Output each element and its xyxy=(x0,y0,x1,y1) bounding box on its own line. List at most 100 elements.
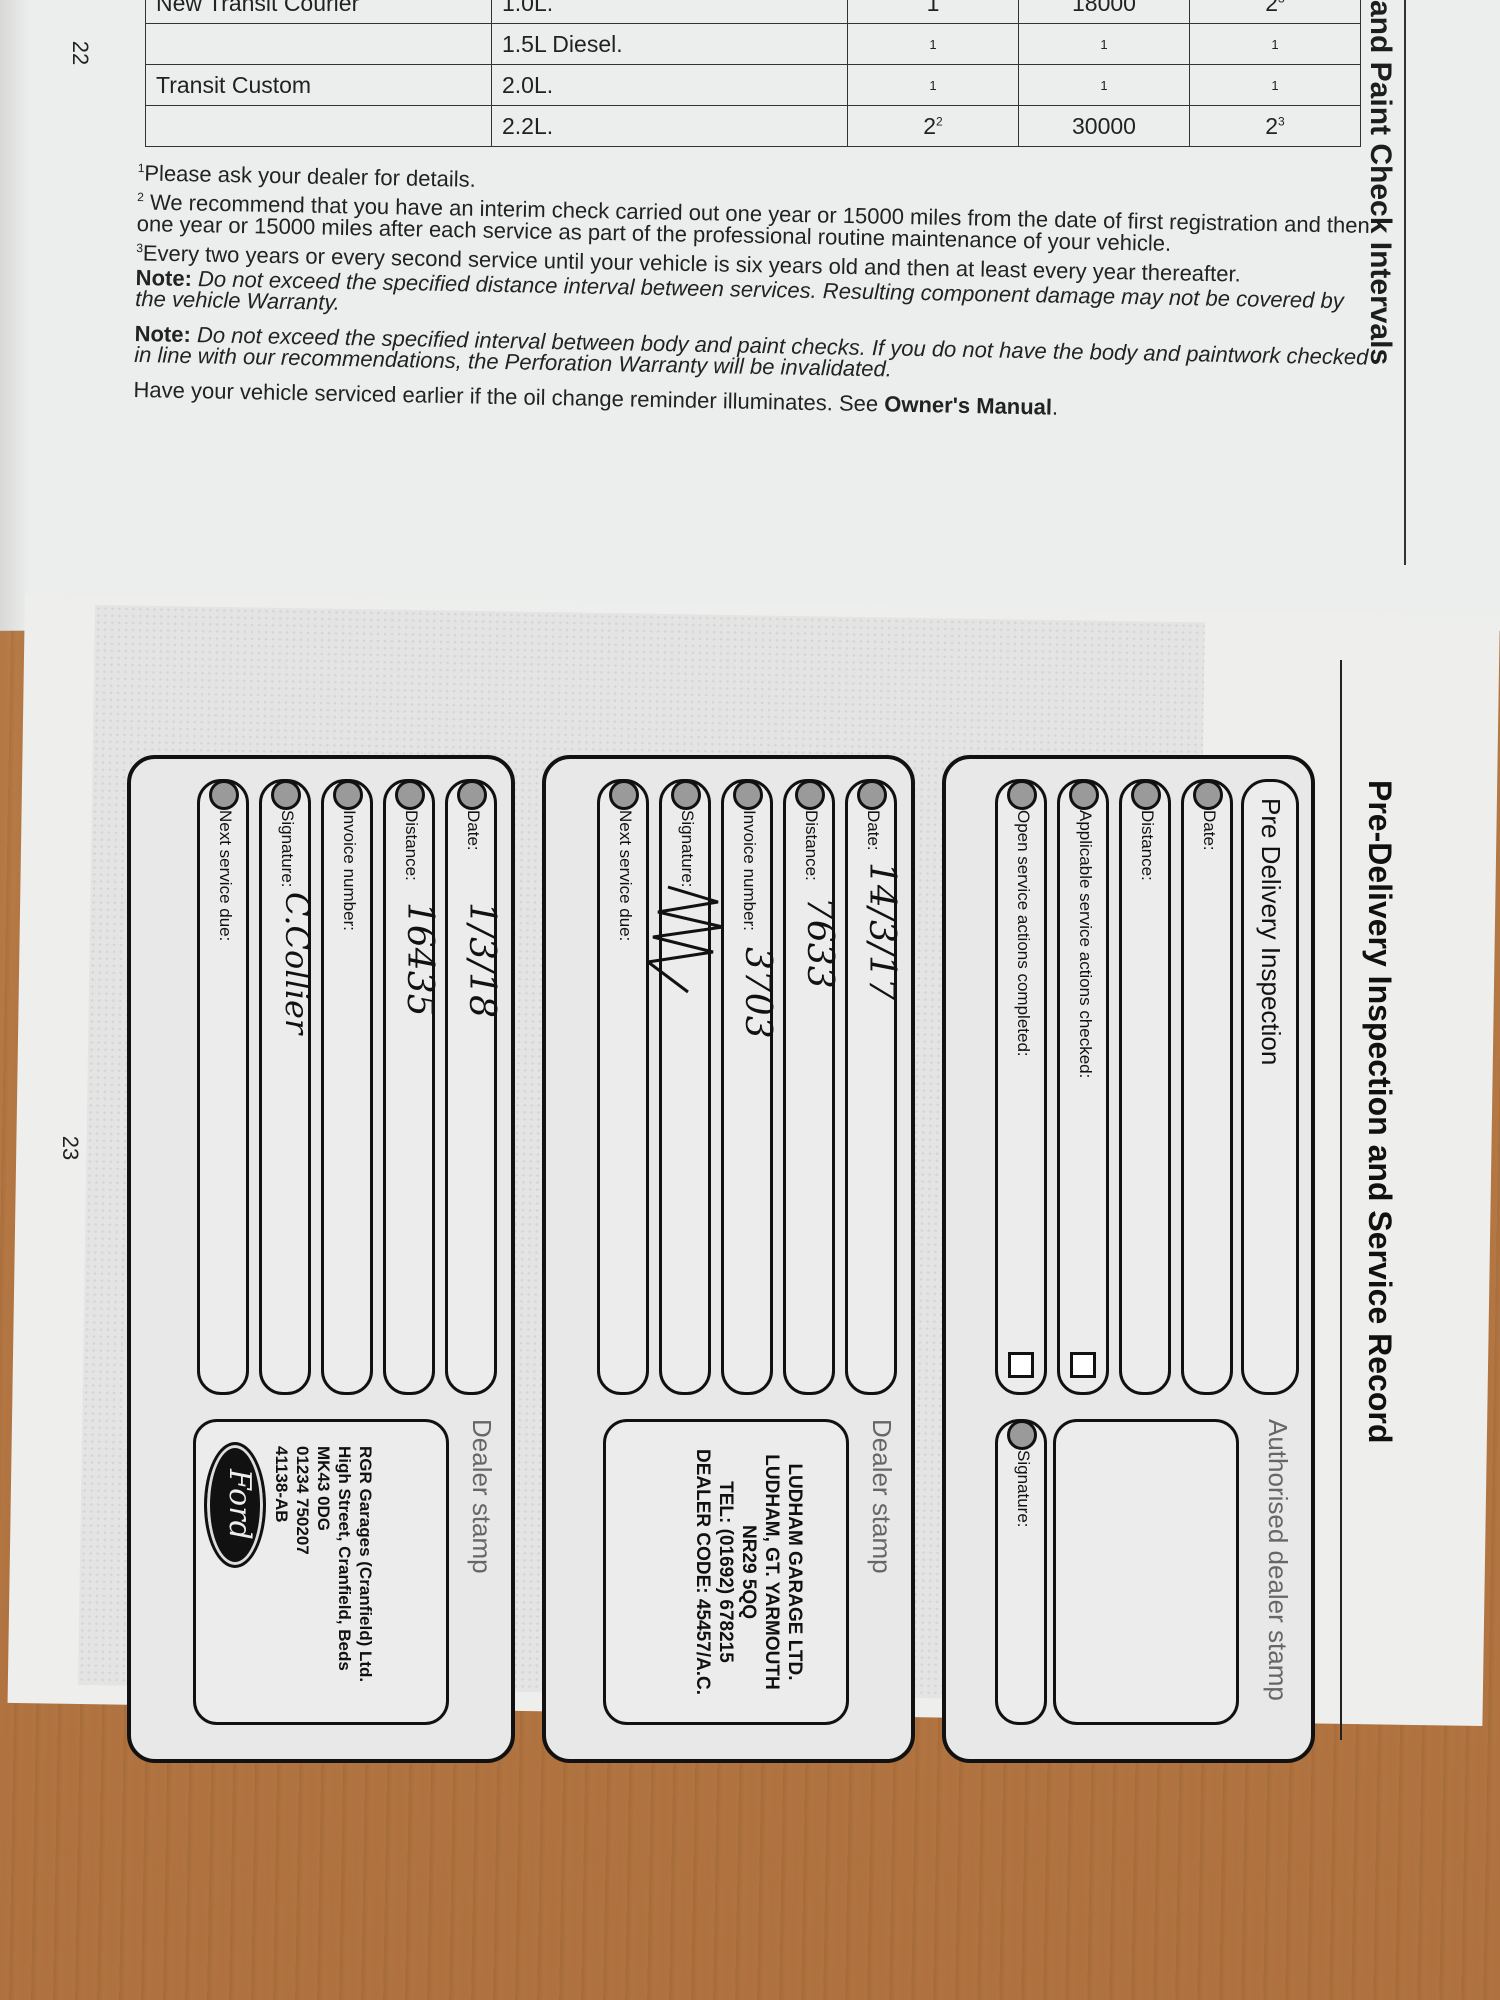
handwritten-invoice: 3703 xyxy=(737,947,778,1039)
pdi-date-field: Date: xyxy=(1181,779,1233,1395)
bullet-icon xyxy=(1193,780,1223,810)
pdi-panel: Pre Delivery Inspection Date: Distance: … xyxy=(942,755,1315,1763)
field-label: Date: xyxy=(1200,810,1219,851)
handwritten-date: 1/3/18 xyxy=(461,902,502,1018)
bullet-icon xyxy=(271,780,301,810)
top-page: 22 and Paint Check Intervals New Transit… xyxy=(0,0,1500,631)
bullet-icon xyxy=(1131,780,1161,810)
checkbox xyxy=(1070,1352,1096,1378)
record-title: Pre-Delivery Inspection and Service Reco… xyxy=(1362,780,1398,1444)
table-cell: 1 xyxy=(1018,23,1190,65)
table-row: 2.2L. 22 30000 23 xyxy=(145,105,1361,147)
field-label: Invoice number: xyxy=(740,810,759,931)
page-fold xyxy=(0,0,30,630)
table-cell: 1 xyxy=(847,23,1019,65)
service-intervals-table: New Transit Courier 1.0L. 1 18000 23 1.5… xyxy=(145,0,1361,147)
table-cell: 1 xyxy=(1189,64,1361,106)
dealer-stamp-label: Dealer stamp xyxy=(867,1419,897,1574)
service1-date-field: Date: 14/3/17 xyxy=(845,779,902,1395)
field-label: Invoice number: xyxy=(340,810,359,931)
title-rule xyxy=(1340,660,1342,1740)
table-cell-engine: 1.0L. xyxy=(491,0,848,24)
pdi-heading-box: Pre Delivery Inspection xyxy=(1241,779,1299,1395)
bullet-icon xyxy=(1007,780,1037,810)
footnotes: 1Please ask your dealer for details. 2 W… xyxy=(133,158,1372,428)
table-cell: 1 xyxy=(1189,23,1361,65)
dealer-stamp-box: RGR Garages (Cranfield) Ltd. High Street… xyxy=(193,1419,449,1725)
bullet-icon xyxy=(457,780,487,810)
table-cell-model xyxy=(145,23,492,65)
ford-logo-icon: Ford xyxy=(204,1442,266,1568)
field-label: Next service due: xyxy=(616,810,635,942)
handwritten-date: 14/3/17 xyxy=(861,862,902,1001)
service2-date-field: Date: 1/3/18 xyxy=(445,779,502,1395)
authorised-stamp-label: Authorised dealer stamp xyxy=(1263,1419,1293,1701)
field-label: Date: xyxy=(864,810,883,851)
handwritten-distance: 16435 xyxy=(399,902,440,1017)
pdi-applicable-field: Applicable service actions checked: xyxy=(1057,779,1109,1395)
field-label: Signature: xyxy=(678,810,697,888)
service-panel-1: Date: 14/3/17 Distance: 7633 Invoice num… xyxy=(542,755,915,1763)
service-record: Pre-Delivery Inspection and Service Reco… xyxy=(127,660,1420,1763)
field-label: Open service actions completed: xyxy=(1014,810,1033,1057)
pdi-heading: Pre Delivery Inspection xyxy=(1256,798,1286,1066)
dealer-stamp-ludham: LUDHAM GARAGE LTD. LUDHAM, GT. YARMOUTH … xyxy=(692,1448,805,1695)
service2-distance-field: Distance: 16435 xyxy=(383,779,440,1395)
table-cell-engine: 2.2L. xyxy=(491,105,848,147)
table-cell-engine: 1.5L Diesel. xyxy=(491,23,848,65)
dealer-stamp-label: Dealer stamp xyxy=(467,1419,497,1574)
bullet-icon xyxy=(795,780,825,810)
table-cell-engine: 2.0L. xyxy=(491,64,848,106)
field-label: Date: xyxy=(464,810,483,851)
table-cell: 1 xyxy=(1018,64,1190,106)
bullet-icon xyxy=(857,780,887,810)
authorised-stamp-box xyxy=(1053,1419,1239,1725)
table-cell: 18000 xyxy=(1018,0,1190,24)
bullet-icon xyxy=(395,780,425,810)
service2-signature-field: Signature: C.Collier xyxy=(259,779,316,1395)
field-label: Distance: xyxy=(1138,810,1157,881)
table-cell-model: Transit Custom xyxy=(145,64,492,106)
service2-next-due-field: Next service due: xyxy=(197,779,249,1395)
table-cell: 1 xyxy=(847,0,1019,24)
field-label: Signature: xyxy=(278,810,297,888)
pdi-signature-field: Signature: xyxy=(995,1419,1047,1725)
pdi-open-actions-field: Open service actions completed: xyxy=(995,779,1047,1395)
table-cell: 23 xyxy=(1189,105,1361,147)
service2-invoice-field: Invoice number: xyxy=(321,779,373,1395)
table-cell: 22 xyxy=(847,105,1019,147)
handwritten-signature: C.Collier xyxy=(278,892,316,1035)
page-number-23: 23 xyxy=(58,1135,84,1161)
table-cell: 1 xyxy=(847,64,1019,106)
table-cell: 30000 xyxy=(1018,105,1190,147)
service1-signature-field: Signature: xyxy=(644,779,724,1395)
field-label: Signature: xyxy=(1014,1450,1033,1528)
service1-distance-field: Distance: 7633 xyxy=(783,779,840,1395)
dealer-stamp-box: LUDHAM GARAGE LTD. LUDHAM, GT. YARMOUTH … xyxy=(603,1419,849,1725)
spine-divider xyxy=(1404,0,1406,565)
bullet-icon xyxy=(209,780,239,810)
service1-invoice-field: Invoice number: 3703 xyxy=(721,779,778,1395)
bullet-icon xyxy=(333,780,363,810)
service-panel-2: Date: 1/3/18 Distance: 16435 Invoice num… xyxy=(127,755,515,1763)
dealer-stamp-rgr: RGR Garages (Cranfield) Ltd. High Street… xyxy=(272,1446,375,1683)
page-number-22: 22 xyxy=(68,40,94,66)
table-row: Transit Custom 2.0L. 1 1 1 xyxy=(145,64,1361,106)
table-cell-model: New Transit Courier xyxy=(145,0,492,24)
table-row: New Transit Courier 1.0L. 1 18000 23 xyxy=(145,0,1361,24)
table-cell-model xyxy=(145,105,492,147)
bullet-icon xyxy=(609,780,639,810)
signature-scribble xyxy=(644,885,724,994)
service1-next-due-field: Next service due: xyxy=(597,779,649,1395)
field-label: Distance: xyxy=(802,810,821,881)
table-cell: 23 xyxy=(1189,0,1361,24)
table-row: 1.5L Diesel. 1 1 1 xyxy=(145,23,1361,65)
field-label: Distance: xyxy=(402,810,421,881)
field-label: Applicable service actions checked: xyxy=(1076,810,1095,1079)
pdi-distance-field: Distance: xyxy=(1119,779,1171,1395)
bullet-icon xyxy=(671,780,701,810)
checkbox xyxy=(1008,1352,1034,1378)
field-label: Next service due: xyxy=(216,810,235,942)
bullet-icon xyxy=(1007,1420,1037,1450)
bullet-icon xyxy=(1069,780,1099,810)
